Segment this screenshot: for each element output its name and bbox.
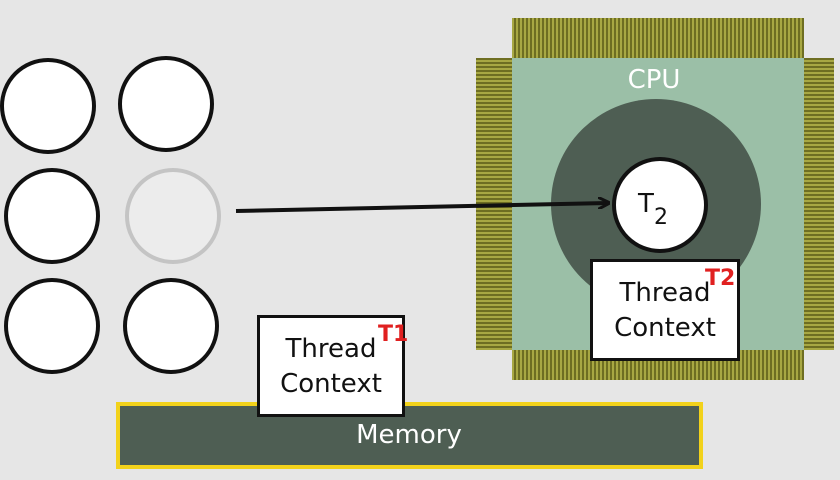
context-t2-tag: T2 xyxy=(705,266,736,291)
dispatch-arrow xyxy=(235,203,608,213)
context-t1-tag: T1 xyxy=(378,322,409,347)
running-thread-subscript: 2 xyxy=(654,205,668,230)
thread-pool xyxy=(0,56,221,374)
cpu-pins-top xyxy=(512,18,804,60)
thread-circle xyxy=(118,56,214,152)
thread-circle xyxy=(0,58,96,154)
memory-rect xyxy=(116,402,703,469)
running-thread-label: T2 xyxy=(637,189,668,230)
thread-circle xyxy=(123,278,219,374)
running-thread-circle xyxy=(612,157,708,253)
context-t1-line2: Context xyxy=(280,369,382,399)
thread-circle xyxy=(4,168,100,264)
cpu-label: CPU xyxy=(628,65,681,95)
context-t2-line2: Context xyxy=(614,313,716,343)
thread-circle xyxy=(4,278,100,374)
thread-circle-faded xyxy=(125,168,221,264)
memory-bar: Memory xyxy=(116,402,703,469)
memory-label: Memory xyxy=(356,420,462,450)
cpu-pins-right xyxy=(804,58,834,350)
